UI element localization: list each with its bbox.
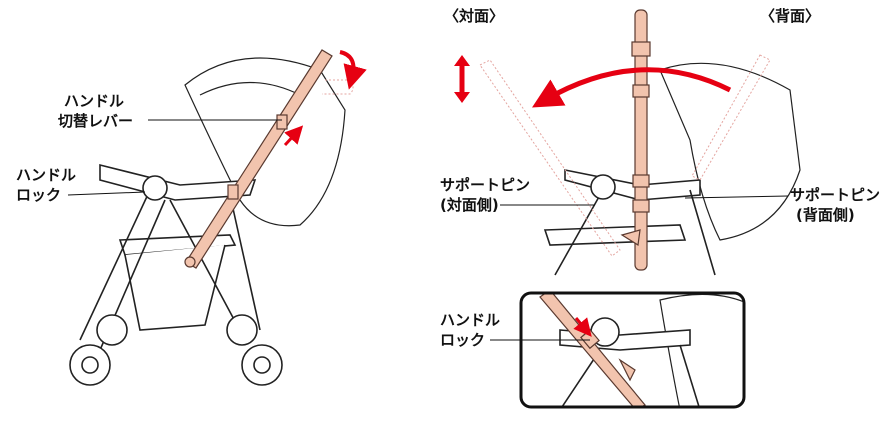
left-stroller-illustration bbox=[69, 49, 367, 386]
swing-arrow-icon bbox=[532, 67, 732, 108]
front-facing-label: 〈対面〉 bbox=[444, 7, 504, 25]
up-down-arrow-icon bbox=[454, 55, 470, 103]
lock-arrow-icon bbox=[573, 317, 592, 337]
rotate-arrow-icon bbox=[339, 50, 367, 90]
rear-facing-label: 〈背面〉 bbox=[760, 7, 820, 25]
support-pin-front-label-1: サポートピン bbox=[440, 176, 530, 194]
handle-lock-label-1: ハンドル bbox=[16, 166, 76, 184]
handle-switch-lever-label-2: 切替レバー bbox=[58, 112, 133, 130]
up-arrow-icon bbox=[283, 125, 304, 147]
support-pin-rear-label-1: サポートピン bbox=[790, 186, 880, 204]
support-pin-front-label-2: (対面側) bbox=[440, 196, 499, 214]
handle-switch-lever-label-1: ハンドル bbox=[64, 92, 124, 110]
inset-handle-lock-label-2: ロック bbox=[440, 331, 485, 349]
handle-lock-label-2: ロック bbox=[16, 186, 61, 204]
inset-handle-lock-detail bbox=[519, 291, 746, 409]
support-pin-rear-label-2: (背面側) bbox=[796, 206, 855, 224]
right-stroller-illustration bbox=[454, 9, 801, 276]
inset-handle-lock-label-1: ハンドル bbox=[440, 311, 500, 329]
